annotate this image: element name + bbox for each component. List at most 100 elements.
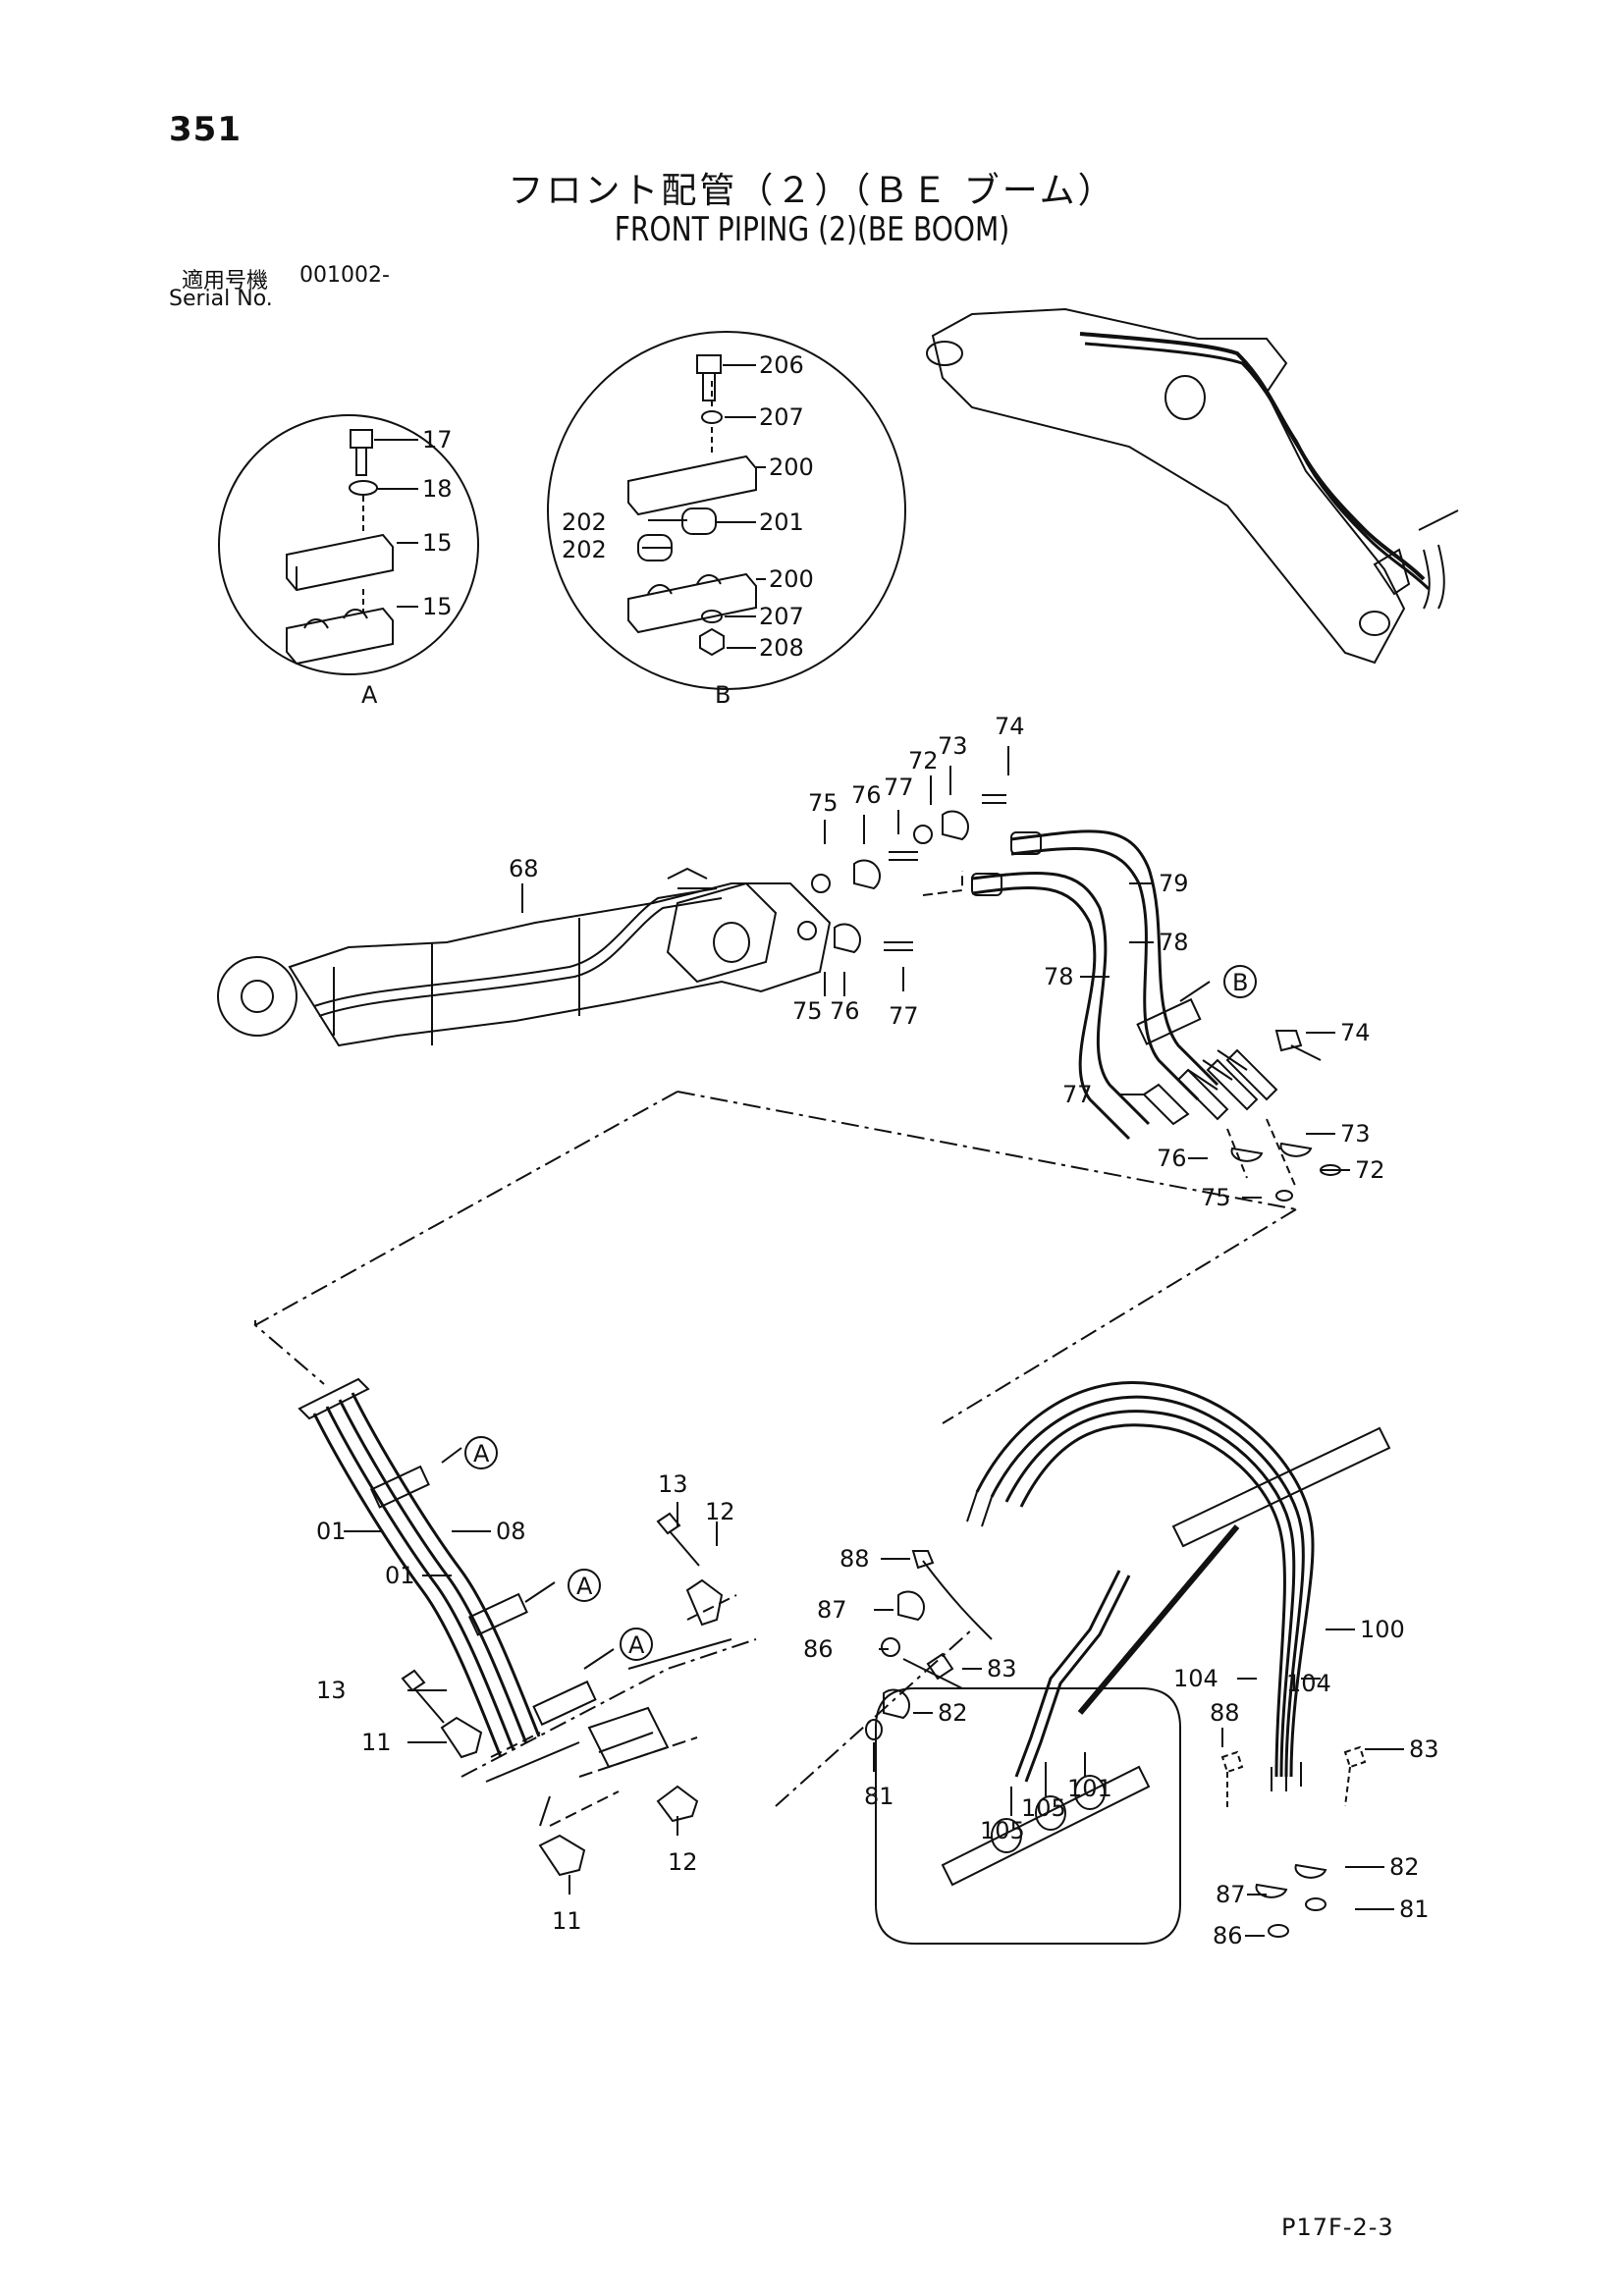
- washer-18-icon: [349, 480, 378, 496]
- callout-leaders: [344, 746, 1404, 1937]
- callout-label: 77: [884, 774, 914, 801]
- callout-label: 15: [422, 529, 453, 557]
- bolts-clamps-11-12-13: [401, 1512, 737, 1877]
- callout-label: 11: [361, 1729, 392, 1756]
- callout-label: 11: [552, 1907, 582, 1935]
- callout-label: A: [628, 1631, 645, 1659]
- page-title-english: FRONT PIPING (2)(BE BOOM): [614, 210, 1010, 249]
- pipe-bundle-01-08: [298, 1377, 732, 1827]
- callout-label: 207: [759, 603, 804, 630]
- callout-label: 76: [1157, 1145, 1187, 1172]
- detail-a-labels: 17 18 15 15 A: [361, 426, 453, 709]
- clamp-15-lower-icon: [286, 607, 394, 666]
- detail-box-101-105: [875, 1524, 1240, 1945]
- pipe-arc-100-104: [902, 1381, 1391, 1791]
- bolt-13-lower-icon: [401, 1669, 445, 1724]
- serial-label-english: Serial No.: [169, 287, 273, 311]
- callout-label: 202: [562, 508, 607, 536]
- callout-label: 13: [316, 1677, 347, 1704]
- callout-label: 86: [803, 1635, 834, 1663]
- callout-label: 81: [1399, 1896, 1430, 1923]
- callout-label: 74: [995, 713, 1025, 740]
- callout-label: A: [473, 1440, 490, 1468]
- hose-assembly-78-79: [971, 829, 1248, 1141]
- balloon-a-1: [464, 1436, 498, 1469]
- detail-label-b: B: [715, 681, 731, 709]
- fittings-cluster-right: [1142, 1030, 1341, 1201]
- callout-label: 207: [759, 403, 804, 431]
- callout-label: 88: [1210, 1699, 1240, 1727]
- clamp-200-lower-icon: [627, 572, 757, 634]
- washer-207-upper-icon: [701, 410, 723, 424]
- callout-label: 206: [759, 351, 804, 379]
- bolt-206-icon: [696, 354, 722, 401]
- clamp-12-upper-icon: [685, 1578, 724, 1627]
- callout-label: 75: [808, 789, 839, 817]
- callout-label: 15: [422, 593, 453, 620]
- washer-207-lower-icon: [701, 610, 723, 623]
- boom-overview-illustration: [926, 307, 1459, 665]
- balloon-a-3: [620, 1628, 653, 1661]
- callout-label: 13: [658, 1470, 688, 1498]
- callout-label: 78: [1159, 929, 1189, 956]
- callout-label: 101: [1067, 1775, 1112, 1802]
- callout-label: 87: [1216, 1881, 1246, 1908]
- callout-label: 75: [792, 997, 823, 1025]
- callout-label: 105: [1021, 1794, 1066, 1822]
- balloon-a-2: [568, 1569, 601, 1602]
- callout-label: 77: [889, 1002, 919, 1030]
- callout-label: 78: [1044, 963, 1074, 990]
- callout-label: 17: [422, 426, 453, 454]
- fittings-cluster-lower: [865, 1550, 1367, 1938]
- fittings-cluster-upper: [797, 794, 1006, 954]
- callout-label: 88: [839, 1545, 870, 1573]
- callout-label: 81: [864, 1783, 894, 1810]
- callout-label: 100: [1360, 1616, 1405, 1643]
- bolt-17-icon: [350, 429, 373, 476]
- clamp-200-upper-icon: [627, 454, 757, 516]
- callout-label: 12: [668, 1848, 698, 1876]
- callout-label: 01: [316, 1518, 347, 1545]
- callout-label: 73: [938, 732, 968, 760]
- spacer-201-icon: [681, 507, 717, 535]
- callout-label: 202: [562, 536, 607, 563]
- callout-label: 86: [1213, 1922, 1243, 1949]
- callout-labels: 74 72 73 77 76 75 68 79 78 78 B 75 76 77…: [316, 713, 1439, 1949]
- clamp-15-upper-icon: [286, 533, 394, 592]
- callout-label: 73: [1340, 1120, 1371, 1148]
- serial-label-japanese: 適用号機: [182, 269, 269, 294]
- nut-208-icon: [699, 627, 725, 657]
- detail-label-a: A: [361, 681, 378, 709]
- callout-label: 68: [509, 855, 539, 882]
- callout-label: B: [1232, 969, 1248, 996]
- callout-label: 01: [385, 1562, 415, 1589]
- page-code: P17F-2-3: [1281, 2214, 1394, 2241]
- clamp-11-upper-icon: [440, 1716, 483, 1759]
- page-title-japanese: フロント配管（２）（ＢＥ ブーム）: [508, 171, 1116, 211]
- callout-label: 200: [769, 565, 814, 593]
- callout-label: 08: [496, 1518, 526, 1545]
- callout-label: 104: [1173, 1665, 1218, 1692]
- callout-label: 208: [759, 634, 804, 662]
- callout-label: A: [576, 1573, 593, 1600]
- detail-view-a: [218, 414, 479, 675]
- callout-label: 82: [938, 1699, 968, 1727]
- detail-view-b: [547, 331, 906, 690]
- bolt-13-upper-icon: [656, 1512, 700, 1567]
- callout-label: 72: [1355, 1156, 1385, 1184]
- callout-label: 87: [817, 1596, 847, 1624]
- page-number: 351: [169, 110, 242, 149]
- callout-label: 104: [1286, 1670, 1331, 1697]
- callout-label: 79: [1159, 870, 1189, 897]
- callout-label: 12: [705, 1498, 735, 1525]
- callout-label: 77: [1062, 1081, 1093, 1108]
- callout-label: 201: [759, 508, 804, 536]
- callout-label: 76: [830, 997, 860, 1025]
- callout-label: 82: [1389, 1853, 1420, 1881]
- callout-label: 74: [1340, 1019, 1371, 1046]
- callout-label: 83: [1409, 1735, 1439, 1763]
- callout-label: 105: [980, 1817, 1025, 1844]
- balloon-b: [1223, 965, 1257, 998]
- callout-label: 83: [987, 1655, 1017, 1682]
